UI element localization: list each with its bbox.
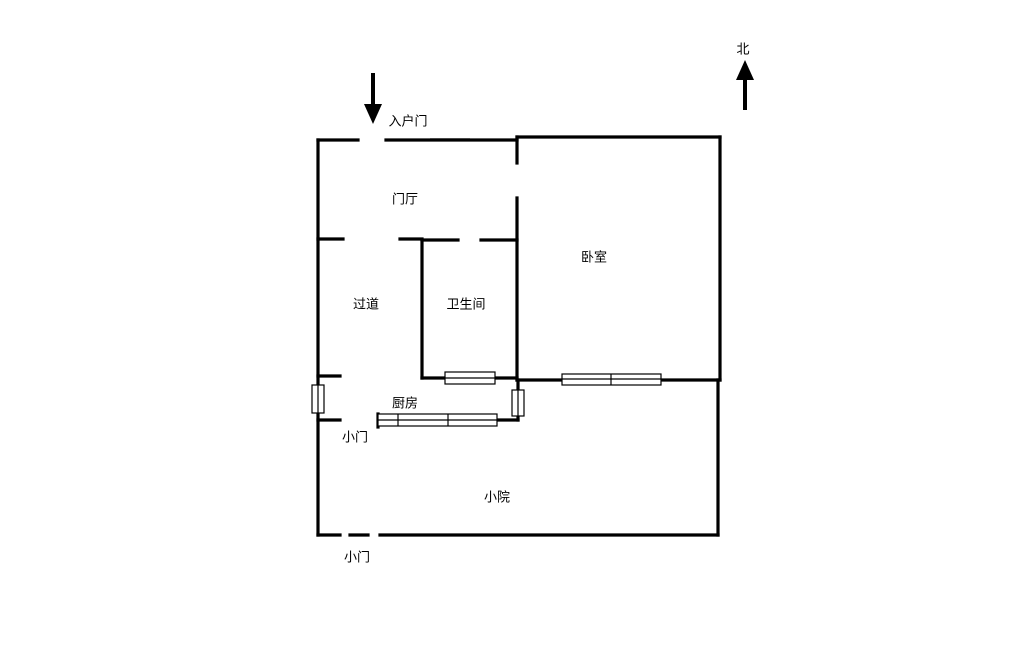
- windows: [311, 138, 662, 427]
- walls: [316, 135, 722, 537]
- north-arrow-icon: [736, 60, 754, 110]
- room-foyer-label: 门厅: [392, 193, 418, 208]
- room-bathroom-label: 卫生间: [446, 298, 485, 313]
- room-bedroom-label: 卧室: [581, 250, 607, 266]
- yard-door-label: 小门: [344, 551, 370, 566]
- room-corridor-label: 过道: [353, 298, 379, 313]
- north-label: 北: [736, 43, 749, 58]
- entrance-arrow-icon: [364, 73, 382, 124]
- room-kitchen-label: 厨房: [392, 396, 418, 412]
- room-courtyard-label: 小院: [484, 491, 510, 506]
- side-door-label: 小门: [342, 431, 368, 446]
- entrance-door-label: 入户门: [388, 114, 427, 130]
